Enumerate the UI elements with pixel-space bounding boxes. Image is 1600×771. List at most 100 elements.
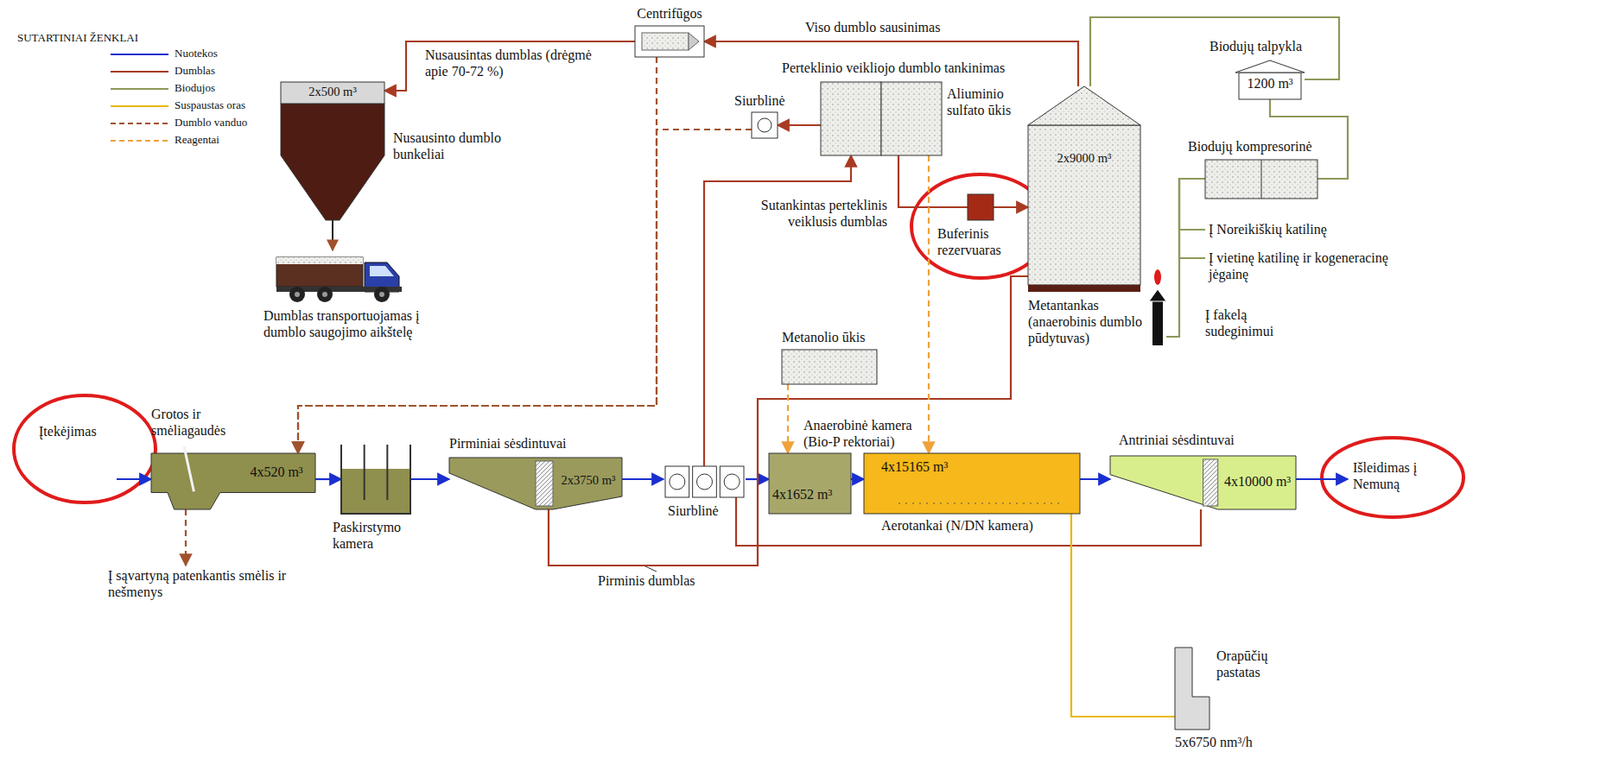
node-text: Antriniai sėsdintuvai	[1118, 431, 1292, 449]
buffer-tank: Buferinis rezervuaras	[967, 194, 994, 221]
node-text: Metanolio ūkis	[781, 329, 903, 346]
primary-clarifier: Pirminiai sėsdintuvai2x3750 m³	[449, 457, 623, 510]
outflow-point: Išleidimas į Nemuną	[1347, 456, 1443, 500]
node-text: 2x500 m³	[280, 84, 385, 100]
legend-line-sample	[110, 139, 169, 142]
sludge-truck: Dumblas transportuojamas į dumblo saugoj…	[276, 250, 407, 303]
legend-heading: SUTARTINIAI ŽENKLAI	[17, 31, 139, 45]
node-text: Biodujų kompresorinė	[1187, 138, 1335, 155]
methanol-unit: Metanolio ūkis	[781, 349, 877, 385]
node-text: Anaerobinė kamera (Bio-P rektoriai)	[803, 417, 925, 451]
gas-outlet: Į Noreikiškių katilinę	[1205, 220, 1378, 240]
biogas-holder: Biodujų talpykla1200 m³	[1235, 60, 1305, 100]
secondary-clarifier: Antriniai sėsdintuvai4x10000 m³	[1110, 456, 1296, 510]
node-text: Į fakelą sudeginimui	[1205, 306, 1318, 340]
flow-connector	[1295, 478, 1348, 481]
flow-connector	[1090, 17, 1340, 87]
node-text: Aerotankai (N/DN kamera)	[881, 517, 1054, 534]
gas-outlet: Į vietinę katilinę ir kogeneracinę jėgai…	[1205, 248, 1422, 286]
node-text: 4x1652 m³	[772, 486, 849, 503]
node-text: Į vietinę katilinę ir kogeneracinę jėgai…	[1208, 249, 1422, 283]
node-text: Centrifūgos	[626, 5, 713, 22]
node-text: 2x9000 m³	[1028, 151, 1141, 166]
sludge-hopper-shape	[280, 82, 385, 221]
flow-connector	[993, 206, 1029, 209]
node-text: 4x10000 m³	[1220, 473, 1295, 490]
node-text: Pirminiai sėsdintuvai	[449, 435, 623, 452]
highlight-circle	[1321, 438, 1464, 518]
node-text: 2x3750 m³	[554, 473, 623, 489]
node-text: 4x15165 m³	[881, 458, 985, 476]
sludge-truck-shape	[276, 250, 407, 303]
node-text: Į Noreikiškių katilinę	[1208, 221, 1378, 238]
aeration-tank: 4x15165 m³Aerotankai (N/DN kamera)	[863, 453, 1080, 515]
node-text: Metantankas (anaerobinis dumblo pūdytuva…	[1028, 297, 1145, 348]
node-text: Paskirstymo kamera	[332, 519, 428, 553]
node-text: Buferinis rezervuaras	[937, 225, 1024, 259]
digester-tank: 2x9000 m³Metantankas (anaerobinis dumblo…	[1028, 86, 1141, 293]
legend-line-sample	[110, 105, 169, 108]
node-text: Aliuminio sulfato ūkis	[946, 85, 1027, 119]
flow-connector	[384, 41, 635, 91]
inflow-point: Įtekėjimas	[38, 406, 117, 489]
node-text: 1200 m³	[1238, 75, 1302, 92]
legend-text: Dumblas	[174, 63, 216, 78]
centrifuge-box: Centrifūgos	[634, 25, 705, 58]
distribution-chamber-shape	[341, 444, 411, 515]
centrifuge-box-shape	[634, 25, 705, 58]
pump-station-shape	[663, 466, 746, 498]
flow-connector	[184, 509, 187, 566]
node-text: Siurblinė	[667, 502, 746, 520]
thickening-tank-shape	[820, 82, 882, 156]
flow-connector	[787, 384, 789, 454]
legend-line-sample	[110, 70, 169, 73]
sludge-hopper: 2x500 m³Nusausinto dumblo bunkeliai	[280, 82, 385, 221]
flow-connector	[410, 478, 450, 481]
node-text: Siurblinė	[734, 92, 804, 109]
flow-connector	[1071, 514, 1175, 718]
flow-connector	[1179, 178, 1206, 230]
anaerobic-chamber-shape	[768, 453, 851, 515]
legend-text: Biodujos	[174, 81, 216, 96]
flow-connector	[704, 41, 1079, 87]
aluminium-sulfate-unit-shape	[881, 82, 942, 156]
biogas-compressor-shape	[1205, 159, 1318, 199]
node-text: Į sąvartyną patenkantis smėlis ir nešmen…	[107, 567, 316, 601]
flow-connector	[1179, 178, 1206, 259]
flow-connector	[850, 478, 864, 481]
node-text: Orapūčių pastatas	[1216, 647, 1303, 681]
biogas-compressor: Biodujų kompresorinė	[1205, 159, 1318, 199]
inflow-point-shape	[38, 406, 117, 489]
gas-flare: Į fakelą sudeginimui	[1149, 289, 1167, 346]
flow-connector	[1079, 478, 1111, 481]
legend-text: Suspaustas oras	[174, 98, 246, 113]
connector-label: Viso dumblo sausinimas	[803, 19, 997, 36]
pump-station: Siurblinė	[663, 466, 746, 498]
node-text: Dumblas transportuojamas į dumblo saugoj…	[263, 307, 441, 341]
aluminium-sulfate-unit: Aliuminio sulfato ūkis	[881, 82, 942, 156]
digester-tank-shape	[1028, 86, 1141, 293]
node-text: 5x6750 nm³/h	[1174, 734, 1296, 751]
legend-text: Reagentai	[174, 133, 220, 147]
flow-connector	[777, 124, 821, 127]
legend-line-sample	[110, 88, 169, 90]
blower-building-shape	[1174, 647, 1210, 731]
distribution-chamber: Paskirstymo kamera	[341, 444, 411, 515]
blower-building: Orapūčių pastatas5x6750 nm³/h	[1174, 647, 1210, 731]
flow-connector	[116, 478, 152, 481]
thickening-tank: Perteklinio veikliojo dumblo tankinimas	[820, 82, 882, 156]
connector-label: Sutankintas perteklinis veiklusis dumbla…	[734, 196, 889, 230]
connector-label: Pirminis dumblas	[596, 572, 730, 590]
anaerobic-chamber: Anaerobinė kamera (Bio-P rektoriai)4x165…	[768, 453, 851, 515]
node-text: 4x520 m³	[241, 463, 312, 481]
legend-text: Nuotekos	[174, 46, 218, 61]
node-text: Biodujų talpykla	[1209, 38, 1331, 55]
methanol-unit-shape	[781, 349, 877, 385]
pump-station: Siurblinė	[751, 112, 778, 139]
buffer-tank-shape	[967, 194, 994, 221]
legend-line-sample	[110, 53, 169, 56]
screens-grit-chamber-shape	[151, 453, 316, 510]
